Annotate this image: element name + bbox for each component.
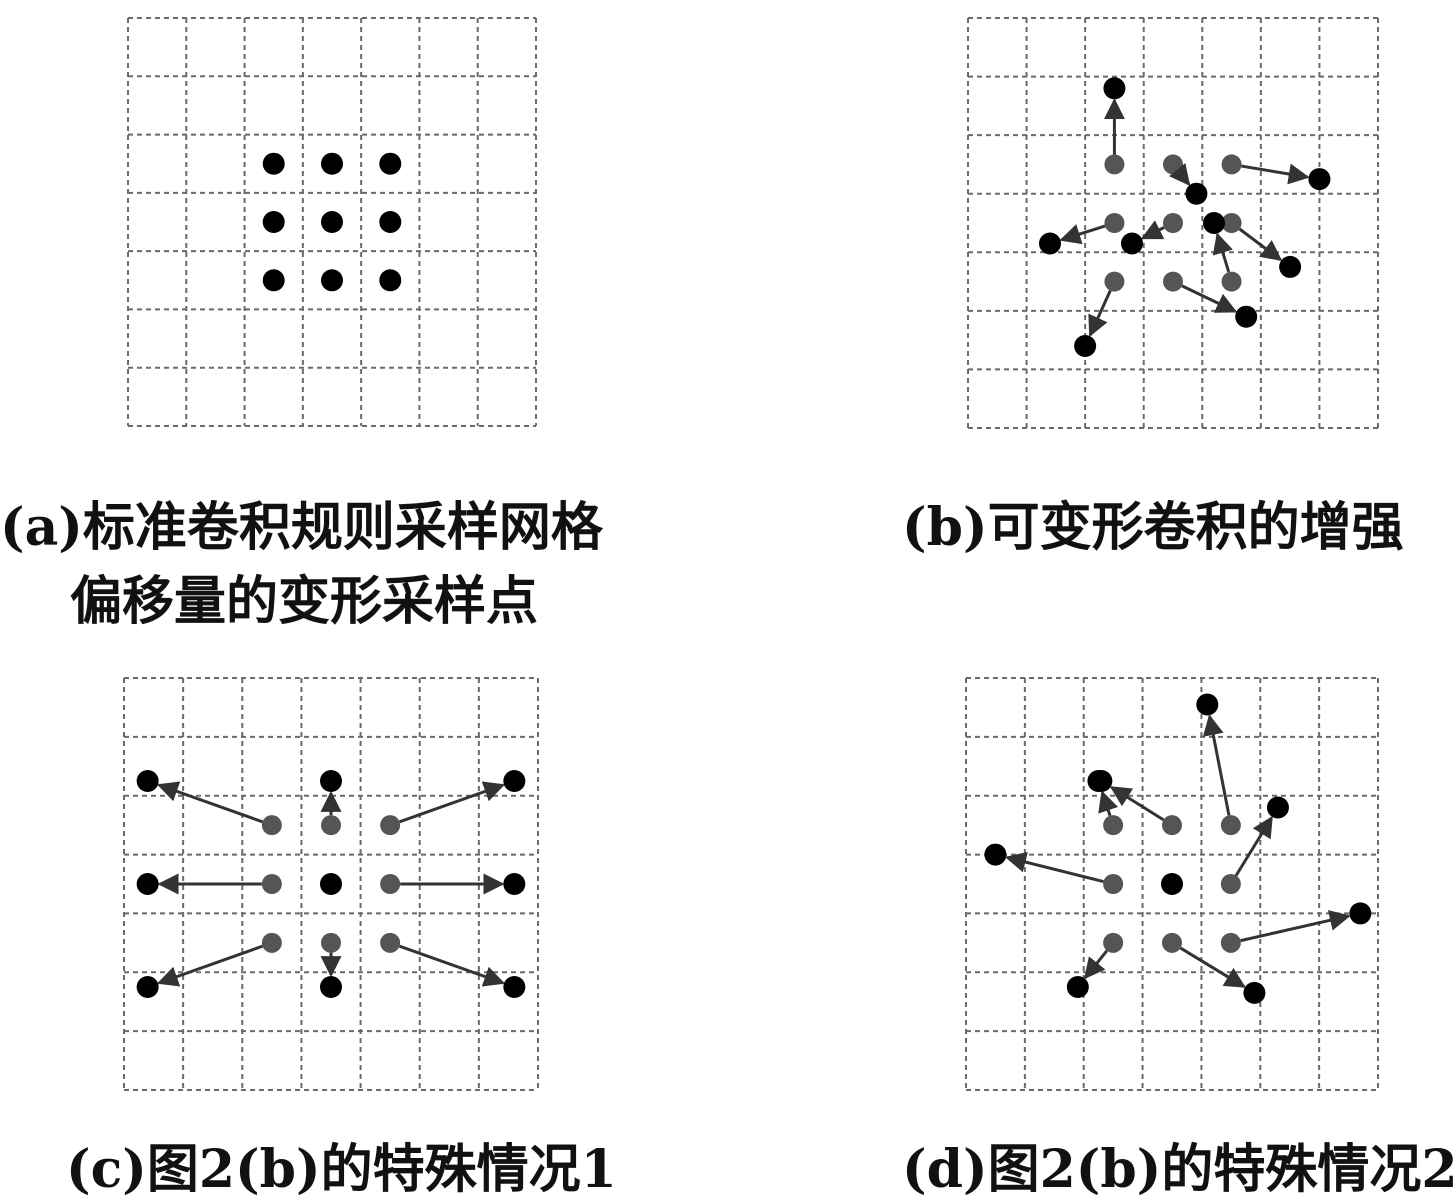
offset-arrow (1168, 163, 1191, 186)
original-point (321, 932, 341, 953)
offset-arrow (1202, 714, 1231, 816)
caption-a-line2: 偏移量的变形采样点 (70, 571, 539, 632)
deformed-sampling-point (320, 976, 342, 998)
original-point (1221, 271, 1242, 292)
deformed-sampling-point (1103, 77, 1126, 100)
sampling-point (379, 152, 402, 175)
original-point (1104, 154, 1125, 175)
sampling-point (321, 211, 343, 233)
deformed-sampling-point (136, 873, 159, 895)
offset-arrow (1140, 220, 1165, 240)
caption-d: (d)图2(b)的特殊情况2 (902, 1139, 1456, 1200)
original-point (1221, 154, 1242, 175)
deformed-sampling-point (1349, 902, 1372, 925)
sampling-point (321, 269, 343, 292)
offset-arrow (1179, 946, 1246, 988)
deformed-sampling-point (1266, 796, 1289, 819)
deformed-sampling-point (1196, 693, 1219, 716)
offset-arrow (1212, 232, 1233, 273)
original-point (1103, 874, 1124, 894)
deformed-sampling-point (320, 770, 342, 792)
deformed-sampling-point (1074, 335, 1097, 357)
original-point (1162, 932, 1182, 953)
original-point (261, 815, 282, 836)
original-point (1103, 815, 1124, 836)
original-point (1163, 271, 1183, 292)
deformed-sampling-point (1308, 168, 1331, 191)
deformed-sampling-point (1066, 976, 1089, 998)
original-point (1163, 213, 1183, 233)
original-point (1220, 932, 1241, 953)
deformed-sampling-point (1235, 305, 1258, 328)
offset-arrow (399, 944, 506, 987)
original-point (1104, 213, 1125, 233)
sampling-point (262, 211, 285, 233)
deformed-sampling-point (1121, 232, 1143, 255)
panel-a-regular-grid (127, 17, 537, 427)
original-point (1221, 213, 1242, 233)
offset-arrow (1181, 284, 1238, 313)
sampling-point (262, 152, 285, 175)
offset-arrow (1234, 815, 1273, 877)
panel-c-special-case-1 (123, 677, 539, 1091)
original-point (380, 815, 401, 836)
deformed-sampling-point (1039, 232, 1061, 255)
deformed-sampling-point (503, 873, 526, 895)
grid-a (127, 17, 537, 427)
deformed-sampling-point (1185, 182, 1208, 205)
original-point (1220, 874, 1241, 894)
deformed-sampling-point (136, 770, 159, 792)
original-point (1103, 932, 1124, 953)
sampling-point (379, 211, 402, 233)
panel-b-deformable-grid (967, 17, 1379, 429)
caption-b: (b)可变形卷积的增强 (902, 497, 1404, 558)
offset-arrow (1088, 290, 1112, 337)
deformed-sampling-point (1090, 770, 1113, 792)
offset-arrow (1109, 786, 1165, 822)
deformed-sampling-point (320, 873, 342, 895)
offset-arrow (1098, 790, 1119, 817)
sampling-point (379, 269, 402, 292)
offset-arrow (1238, 227, 1283, 261)
original-point (321, 815, 341, 836)
offset-arrow (156, 781, 263, 824)
deformed-sampling-point (1243, 981, 1266, 1004)
grid-d (965, 677, 1379, 1091)
sampling-point (262, 269, 285, 292)
offset-arrow (1240, 910, 1351, 943)
offset-arrow (1005, 851, 1104, 884)
offset-arrow (1084, 949, 1109, 980)
offset-arrow (1059, 224, 1106, 245)
caption-c: (c)图2(b)的特殊情况1 (66, 1139, 617, 1200)
deformed-sampling-point (1203, 212, 1225, 234)
original-point (261, 874, 282, 894)
deformed-sampling-point (1161, 873, 1183, 895)
original-point (261, 932, 282, 953)
offset-arrow (1241, 163, 1310, 185)
deformed-sampling-point (503, 770, 526, 792)
deformed-sampling-point (503, 976, 526, 998)
original-point (1220, 815, 1241, 836)
original-point (1163, 154, 1183, 175)
offset-arrow (399, 781, 506, 824)
deformed-sampling-point (136, 976, 159, 998)
original-point (380, 874, 401, 894)
original-point (1104, 271, 1125, 292)
deformed-sampling-point (1279, 255, 1302, 278)
original-point (1162, 815, 1182, 836)
offset-arrow (156, 944, 263, 987)
panel-d-special-case-2 (965, 677, 1379, 1091)
deformed-sampling-point (984, 843, 1007, 866)
sampling-point (321, 152, 343, 175)
caption-a-line1: (a)标准卷积规则采样网格 (0, 497, 603, 558)
original-point (380, 932, 401, 953)
